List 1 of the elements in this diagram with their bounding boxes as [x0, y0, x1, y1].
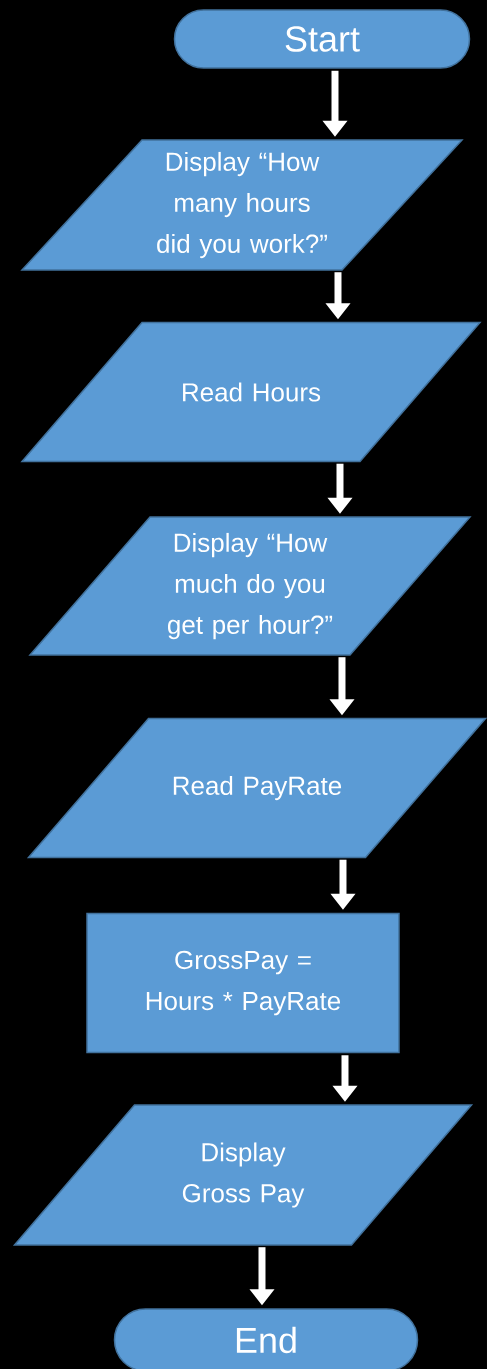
- process-box: GrossPay = Hours * PayRate: [86, 912, 400, 1054]
